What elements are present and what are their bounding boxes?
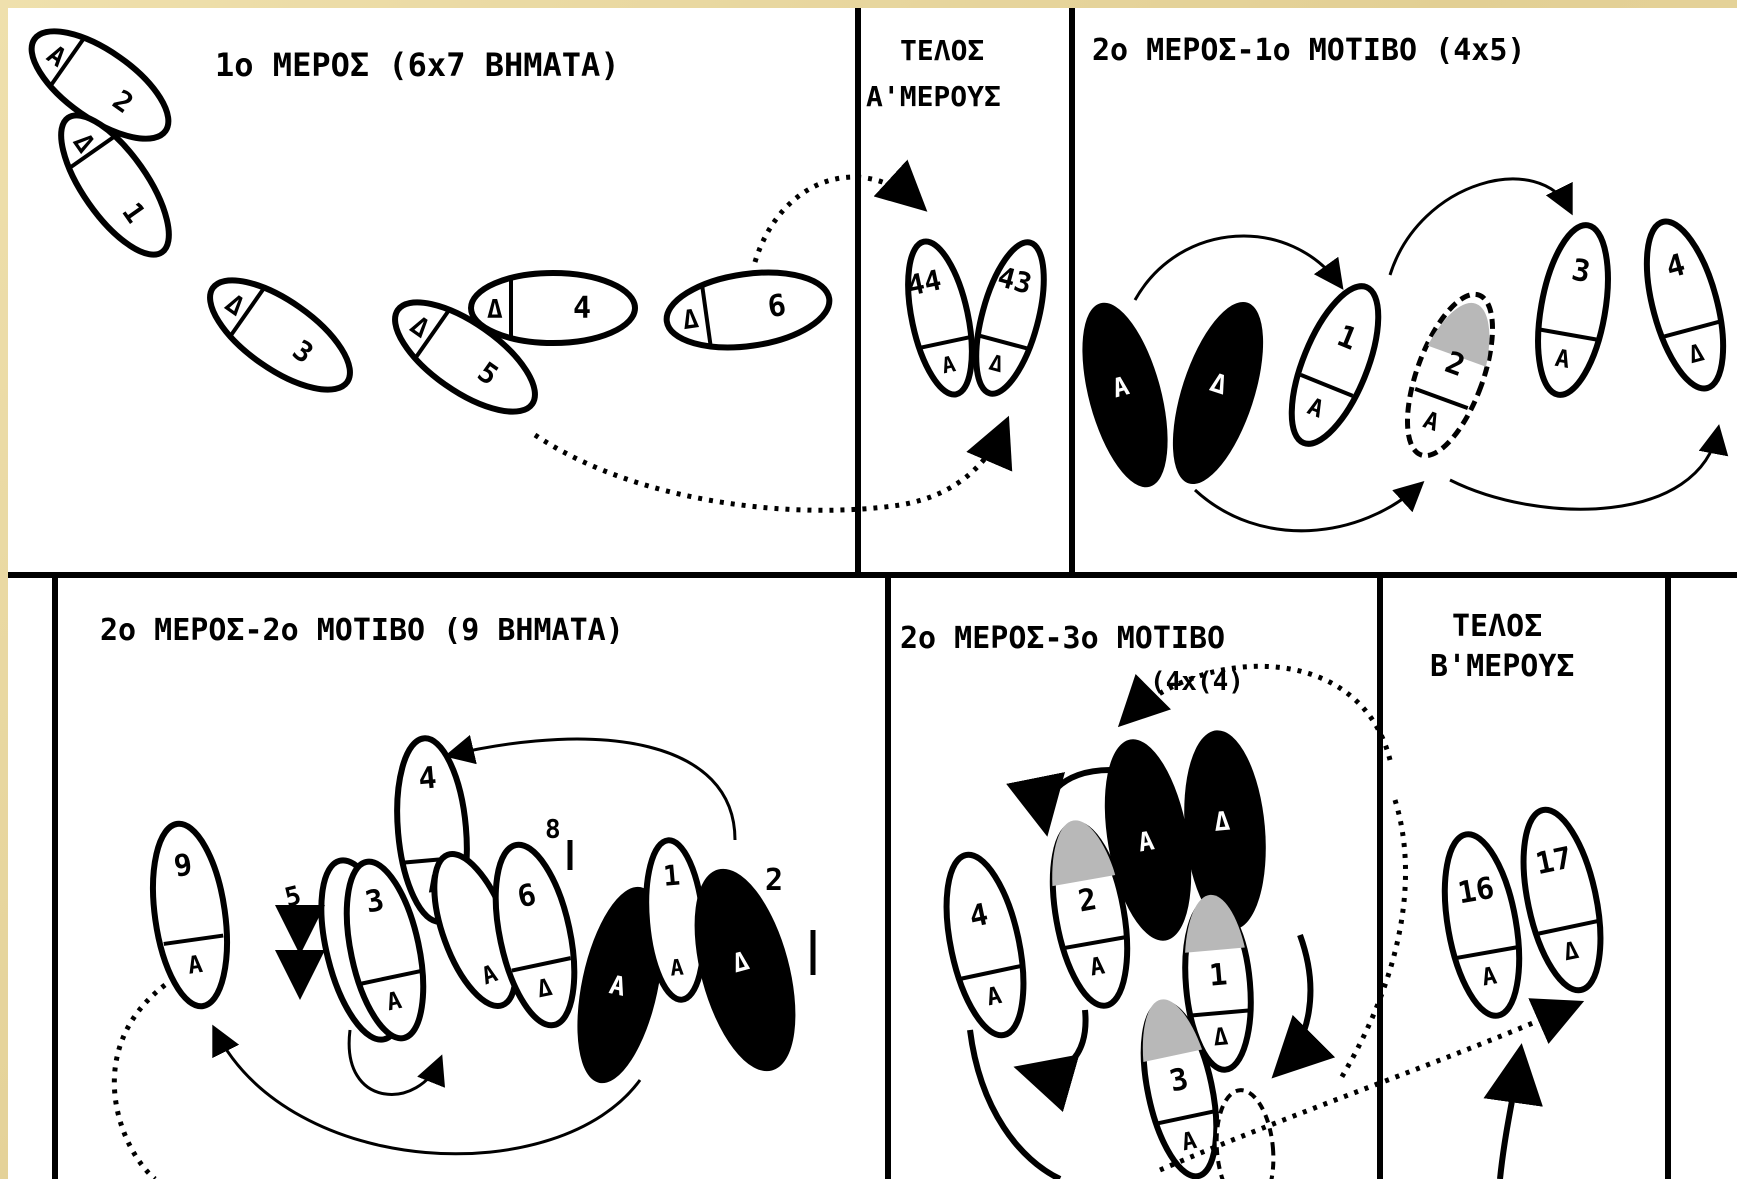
- heel-mark: Δ: [1213, 807, 1232, 838]
- panel-end-part-a-title-2: Α'ΜΕΡΟΥΣ: [866, 80, 1001, 113]
- heel-mark: Δ: [1212, 1022, 1229, 1051]
- footprint-start-left: Α: [1082, 302, 1168, 488]
- heel-mark: Δ: [986, 351, 1005, 379]
- panel-part2-motif1: 2ο ΜΕΡΟΣ-1ο ΜΟΤΙΒΟ (4x5) Α Δ 1 Α: [1082, 33, 1729, 533]
- heel-mark: Δ: [487, 295, 503, 325]
- footprint-step-6: 6 Δ: [492, 841, 578, 1029]
- step-label: 2: [1076, 882, 1100, 920]
- panel-part2-motif3-subtitle: (4x(4): [1150, 667, 1244, 697]
- footprint-step-4: 4 Α: [943, 851, 1027, 1039]
- footprint-step-3: 3 Α: [1140, 999, 1220, 1179]
- footprint-step-1: 1 Δ: [1182, 894, 1254, 1073]
- footprint-step-3: 3 Α: [1535, 222, 1611, 398]
- vertical-double-arrows: [275, 840, 816, 1000]
- heel-mark: Δ: [535, 973, 555, 1004]
- footprint-step-2: 2 Α: [1049, 820, 1131, 1009]
- panel-part1-title: 1ο ΜΕΡΟΣ (6x7 ΒΗΜΑΤΑ): [215, 46, 620, 84]
- footprint-step-1: 1 Α: [1288, 283, 1382, 447]
- panel-part2-motif1-title: 2ο ΜΕΡΟΣ-1ο ΜΟΤΙΒΟ (4x5): [1092, 33, 1525, 68]
- panel-part2-motif3-title: 2ο ΜΕΡΟΣ-3ο ΜΟΤΙΒΟ: [900, 621, 1225, 656]
- step-label: 16: [1455, 871, 1497, 912]
- footprint-step-3: Δ 3: [207, 277, 353, 393]
- heel-mark: Α: [607, 970, 629, 1003]
- footprint-step-4: 4 Δ: [1643, 218, 1727, 392]
- footprint-black-left: Α: [577, 886, 663, 1084]
- footprint-step-17: 17 Δ: [1520, 806, 1604, 994]
- step-label: 4: [417, 760, 438, 796]
- step-label: 3: [1569, 252, 1593, 290]
- heel-mark: Α: [1480, 961, 1500, 991]
- step-label: 5: [282, 881, 304, 914]
- step-label: 6: [765, 288, 788, 325]
- motif3-dotted-side: [1337, 799, 1409, 1082]
- motif1-arrow-to-4: [1449, 424, 1729, 511]
- motif3-arrow-curl: [1006, 767, 1111, 837]
- dance-step-diagram: 1ο ΜΕΡΟΣ (6x7 ΒΗΜΑΤΑ) Α 2 Δ 1 Δ: [8, 8, 1737, 1179]
- step-label: 17: [1533, 840, 1576, 882]
- heel-mark: Α: [1088, 951, 1108, 981]
- panel-end-part-a-title-1: ΤΕΛΟΣ: [900, 34, 984, 67]
- footprint-step-2: Α 2: [28, 28, 172, 142]
- panel-part2-motif2: 2ο ΜΕΡΟΣ-2ο ΜΟΤΙΒΟ (9 ΒΗΜΑΤΑ) 9 Α 5 3 Α: [100, 613, 816, 1179]
- footprint-step-4: Δ 4: [468, 270, 638, 346]
- panel-part2-motif2-title: 2ο ΜΕΡΟΣ-2ο ΜΟΤΙΒΟ (9 ΒΗΜΑΤΑ): [100, 613, 624, 648]
- step-label: 1: [1208, 957, 1229, 993]
- heel-mark: Α: [1136, 826, 1157, 858]
- motif2-arrow-left: [212, 1024, 642, 1156]
- end-b-solid-arrow: [1483, 1043, 1543, 1179]
- motif3-dotted-top: [1117, 663, 1393, 761]
- motif2-arrow-loop: [347, 1029, 445, 1096]
- footprint-dashed: [1214, 1088, 1276, 1179]
- step-label: 1: [662, 858, 682, 892]
- footprint-start-right: Δ: [1172, 301, 1264, 485]
- motif2-dotted-curve: [111, 983, 167, 1179]
- panel-end-part-b-title-2: Β'ΜΕΡΟΥΣ: [1430, 649, 1575, 684]
- footprint-step-3: 3 Α: [343, 858, 427, 1042]
- motif2-arrow-top: [444, 734, 737, 841]
- panel-end-part-b-title-1: ΤΕΛΟΣ: [1452, 609, 1542, 644]
- step-label: 9: [172, 847, 195, 884]
- heel-mark: Δ: [681, 304, 701, 336]
- heel-mark: Α: [669, 955, 684, 981]
- step-label: 4: [573, 291, 591, 326]
- footprint-step-16: 16 Α: [1441, 831, 1523, 1019]
- step-label: 44: [904, 263, 944, 302]
- return-arrow: [533, 415, 1013, 513]
- heel-mark: Α: [1179, 1126, 1199, 1157]
- heel-mark: Α: [186, 950, 205, 980]
- panel-end-part-a: ΤΕΛΟΣ Α'ΜΕΡΟΥΣ 44 Α 43 Δ: [866, 34, 1047, 398]
- footprint-step-43: 43 Δ: [973, 239, 1047, 397]
- panel-part1: 1ο ΜΕΡΟΣ (6x7 ΒΗΜΑΤΑ) Α 2 Δ 1 Δ: [28, 28, 1013, 513]
- footprint-step-2: 2 Α: [1404, 291, 1496, 459]
- panel-part2-motif3: 2ο ΜΕΡΟΣ-3ο ΜΟΤΙΒΟ (4x(4) 4 Α 2 Α: [900, 621, 1409, 1179]
- footprint-black-right: Δ: [1184, 730, 1266, 930]
- heel-mark: Δ: [1561, 936, 1581, 967]
- heel-mark: Α: [984, 981, 1004, 1012]
- heel-mark: Α: [940, 352, 958, 379]
- heel-mark: Α: [1553, 344, 1573, 374]
- footprint-black-right: Δ: [694, 868, 796, 1072]
- panel-end-part-b: ΤΕΛΟΣ Β'ΜΕΡΟΥΣ 16 Α 17 Δ: [1159, 609, 1604, 1179]
- motif1-arrow-to-2: [1193, 480, 1425, 533]
- motif3-arrow-bottom: [967, 1029, 1062, 1179]
- footprint-step-44: 44 Α: [904, 238, 975, 398]
- step-label-8: 8: [545, 815, 561, 845]
- dance-diagram-sheet: 1ο ΜΕΡΟΣ (6x7 ΒΗΜΑΤΑ) Α 2 Δ 1 Δ: [8, 8, 1737, 1179]
- footprint-step-5: Δ 5: [392, 299, 538, 415]
- motif1-arrow-to-1: [1133, 234, 1344, 301]
- footprint-step-9: 9 Α: [150, 820, 230, 1010]
- motif3-arrow-right: [1271, 933, 1336, 1079]
- footprint-black-left: Α: [1104, 739, 1192, 941]
- footprint-step-1: Δ 1: [58, 112, 172, 258]
- heel-mark: Α: [384, 986, 404, 1017]
- motif3-arrow-down: [1013, 1009, 1089, 1113]
- panel-grid: [8, 8, 1737, 1179]
- step-label-2: 2: [765, 863, 783, 898]
- footprint-step-6: Δ 6: [663, 269, 833, 351]
- motif1-arrow-to-3: [1388, 177, 1573, 276]
- transition-arrow: [752, 159, 928, 263]
